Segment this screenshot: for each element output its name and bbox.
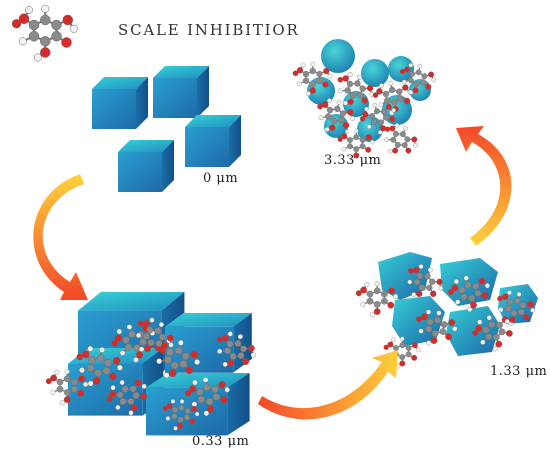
inhibitor-molecule-icon [154, 337, 200, 379]
stage-label-0: 0 μm [203, 171, 239, 186]
inhibitor-molecule-icon [136, 317, 174, 354]
crystal-sphere [361, 59, 389, 87]
inhibitor-molecule-icon [76, 345, 123, 387]
crystal-cube [146, 373, 250, 436]
inhibitor-molecule-icon [372, 80, 413, 116]
inhibitor-molecule-icon [106, 379, 147, 416]
stage-label-133: 1.33 μm [490, 364, 548, 379]
legend-title: SCALE INHIBITIOR [118, 21, 300, 39]
crystal-cube [118, 140, 174, 192]
inhibitor-molecule-icon [399, 63, 436, 95]
crystal-sphere [321, 39, 355, 73]
inhibitor-molecule-icon [472, 315, 514, 352]
inhibitor-molecule-icon [497, 290, 535, 324]
inhibitor-molecule-icon [292, 61, 333, 96]
legend-molecule-icon [11, 4, 78, 62]
crystal-cube [185, 115, 241, 167]
inhibitor-molecule-icon [416, 309, 458, 346]
crystal-cube [153, 66, 209, 118]
inhibitor-molecule-icon [317, 98, 355, 132]
inhibitor-molecule-icon [407, 264, 444, 298]
inhibitor-molecule-icon [216, 331, 256, 367]
arrow-stage133-to-333 [456, 126, 512, 246]
crystal-blob [446, 306, 500, 356]
inhibitor-molecule-icon [184, 377, 230, 417]
inhibitor-molecule-icon [337, 72, 375, 106]
stage-333-inhibitor-molecules [292, 61, 436, 161]
inhibitor-molecule-icon [337, 128, 375, 161]
arrow-stage0-to-033 [33, 174, 88, 300]
inhibitor-molecule-icon [448, 275, 490, 313]
inhibitor-molecule-icon [355, 281, 399, 318]
stage-033-inhibitor-molecules [45, 317, 256, 431]
inhibitor-molecule-icon [45, 369, 89, 406]
stage-label-033: 0.33 μm [192, 434, 250, 449]
crystal-sphere [388, 56, 414, 82]
inhibitor-molecule-icon [384, 122, 418, 154]
inhibitor-molecule-icon [359, 103, 397, 135]
stage-133-inhibitor-molecules [355, 264, 535, 369]
crystal-cube [92, 77, 148, 129]
stage-label-333: 3.33 μm [324, 153, 382, 168]
inhibitor-molecule-icon [11, 4, 78, 62]
arrow-stage033-to-133 [258, 350, 398, 420]
inhibitor-molecule-icon [162, 399, 200, 431]
